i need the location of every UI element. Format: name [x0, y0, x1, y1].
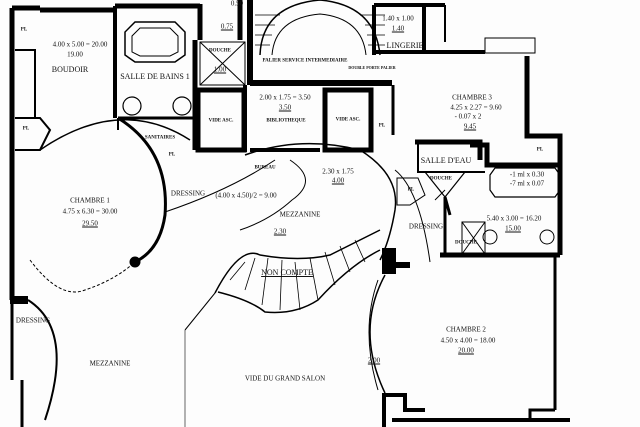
area-calc: 1.40 x 1.00 — [382, 14, 414, 23]
room-label-douche: DOUCHE — [455, 240, 477, 246]
room-label-bureau: BUREAU — [254, 165, 276, 171]
room-label-palier: PALIER SERVICE INTERMEDIAIRE — [262, 58, 348, 64]
room-label-salle-de-bains: SALLE DE BAINS 1 — [120, 72, 190, 81]
area-calc: 4.00 x 5.00 = 20.00 — [52, 40, 108, 49]
area-value: 9.45 — [463, 122, 477, 131]
pl-label: PL — [407, 187, 415, 193]
room-label-chambre-1: CHAMBRE 1 — [70, 196, 110, 205]
area-value: 20.00 — [458, 346, 474, 355]
room-label-dressing: DRESSING — [15, 316, 51, 325]
bay-width-label: 2.00 — [367, 356, 381, 365]
room-label-douche: DOUCHE — [209, 48, 231, 54]
area-value: 15.00 — [505, 224, 521, 233]
area-calc: 2.30 x 1.75 — [322, 167, 354, 176]
room-label-sanitaires: SANITAIRES — [144, 135, 176, 141]
area-deduction: - 0.07 x 2 — [454, 112, 482, 121]
area-label: 0.50 — [230, 0, 244, 8]
room-label-chambre-2: CHAMBRE 2 — [446, 325, 486, 334]
area-label: 1.00 — [213, 65, 227, 74]
area-calc: (4.00 x 4.50)/2 = 9.00 — [215, 191, 277, 200]
room-label-mezzanine: MEZZANINE — [89, 359, 131, 368]
area-value: 29.50 — [82, 219, 98, 228]
pl-label: PL — [168, 152, 176, 158]
pl-label: PL — [22, 126, 30, 132]
area-calc: 4.75 x 6.30 = 30.00 — [62, 207, 118, 216]
door-label: DOUBLE PORTE PALIER — [348, 65, 396, 70]
area-calc: 4.25 x 2.27 = 9.60 — [450, 103, 502, 112]
pl-label: PL — [20, 27, 28, 33]
room-label-mezzanine: MEZZANINE — [279, 210, 321, 219]
area-deduction: -7 ml x 0.07 — [509, 179, 545, 188]
room-label-dressing: DRESSING — [170, 189, 206, 198]
room-label-bibliotheque: BIBLIOTHEQUE — [266, 118, 306, 124]
area-calc: 4.50 x 4.00 = 18.00 — [440, 336, 496, 345]
room-label-salle-deau: SALLE D'EAU — [420, 156, 472, 165]
area-label: 0.75 — [220, 22, 234, 31]
room-label-douche: DOUCHE — [430, 176, 452, 182]
area-calc: 2.00 x 1.75 = 3.50 — [259, 93, 311, 102]
pl-label: PL — [536, 147, 544, 153]
area-value: 3.50 — [278, 103, 292, 112]
room-label-chambre-3: CHAMBRE 3 — [452, 93, 492, 102]
area-deduction: -1 ml x 0.30 — [509, 170, 545, 179]
area-calc: 5.40 x 3.00 = 16.20 — [486, 214, 542, 223]
pl-label: PL — [378, 123, 386, 129]
area-value: 19.00 — [67, 50, 83, 59]
room-label-boudoir: BOUDOIR — [51, 65, 89, 74]
room-label-lingerie: LINGERIE — [386, 41, 424, 50]
area-value: 2.30 — [273, 227, 287, 236]
vide-asc-label: VIDE ASC. — [335, 117, 361, 123]
vide-asc-label: VIDE ASC. — [208, 118, 234, 124]
room-label-vide-grand-salon: VIDE DU GRAND SALON — [244, 374, 326, 383]
non-compte-label: NON COMPTE — [261, 268, 313, 277]
room-label-dressing: DRESSING — [408, 222, 444, 231]
area-value: 4.00 — [331, 176, 345, 185]
area-value: 1.40 — [391, 24, 405, 33]
